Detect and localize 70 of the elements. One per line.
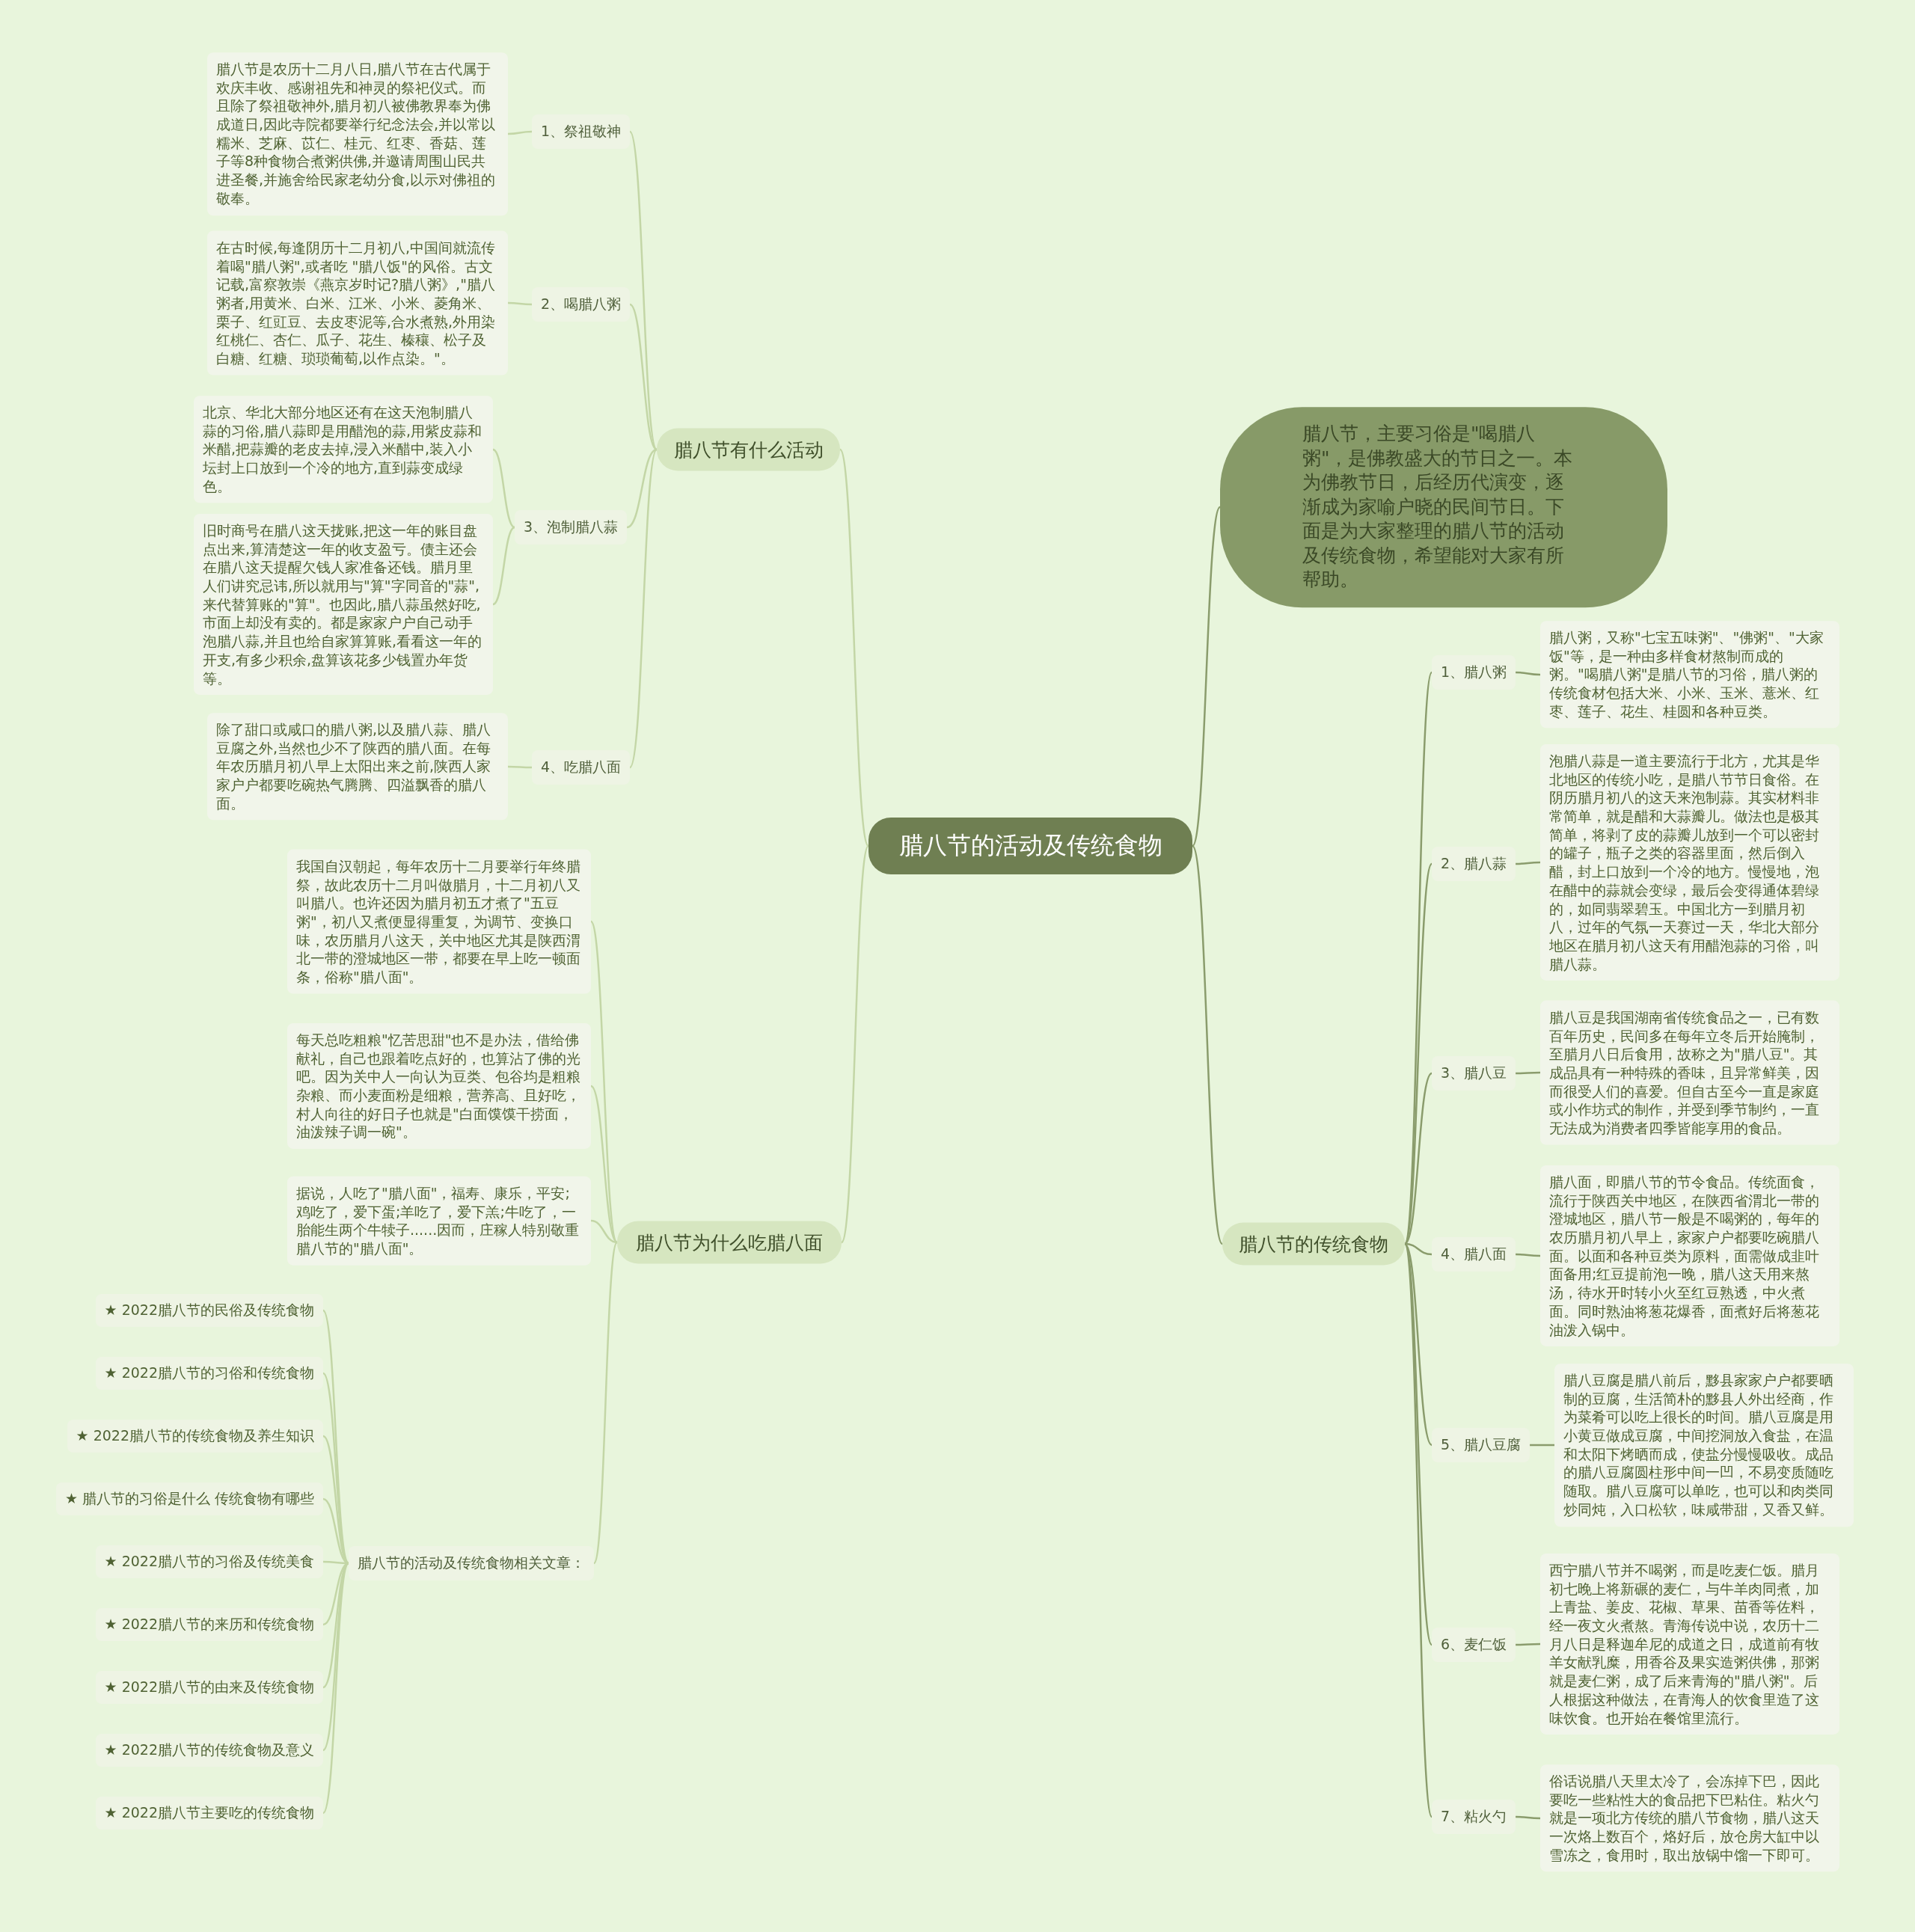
- article-link-item: ★ 2022腊八节的由来及传统食物: [95, 1671, 323, 1704]
- subtopic-label: 1、腊八粥: [1432, 655, 1516, 690]
- branch-topic: 腊八节为什么吃腊八面: [617, 1221, 842, 1264]
- connector-line: [322, 1563, 350, 1814]
- text-card: 俗话说腊八天里太冷了，会冻掉下巴，因此要吃一些粘性大的食品把下巴粘住。粘火勺就是一项北方传统的腊八节食物，腊八这天一次烙上数百个，烙好后，放仓房大缸中以雪冻之，食用时，取出放锅中馏一下即可。: [1540, 1764, 1839, 1872]
- central-topic: 腊八节的活动及传统食物: [868, 818, 1192, 874]
- connector-line: [507, 130, 533, 135]
- connector-line: [1516, 1815, 1540, 1820]
- connector-line: [840, 845, 870, 1243]
- connector-line: [590, 1219, 618, 1244]
- connector-line: [322, 1563, 349, 1751]
- subtopic-label: 3、腊八豆: [1432, 1056, 1516, 1091]
- article-link-item: ★ 2022腊八节的习俗及传统美食: [95, 1545, 323, 1578]
- connector-line: [1403, 1243, 1433, 1818]
- article-link-item: ★ 2022腊八节主要吃的传统食物: [95, 1797, 323, 1830]
- connector-line: [592, 1242, 619, 1564]
- connector-line: [1404, 1242, 1433, 1256]
- article-link-item: ★ 2022腊八节的民俗及传统食物: [95, 1294, 323, 1327]
- subtopic-label: 2、喝腊八粥: [532, 287, 631, 322]
- subtopic-label: 4、吃腊八面: [532, 750, 631, 785]
- branch-topic: 腊八节有什么活动: [657, 428, 840, 471]
- connector-line: [589, 921, 619, 1243]
- connector-line: [1404, 1073, 1433, 1245]
- article-link-item: ★ 2022腊八节的传统食物及养生知识: [67, 1420, 323, 1453]
- connector-line: [626, 448, 658, 529]
- connector-line: [839, 449, 870, 847]
- text-card: 据说，人吃了"腊八面"，福寿、康乐，平安;鸡吃了，爱下蛋;羊吃了，爱下羔;牛吃了，一胎能生两个牛犊子......因而，庄稼人特别敬重腊八节的"腊八面"。: [287, 1176, 591, 1266]
- article-link-item: ★ 2022腊八节的习俗和传统食物: [95, 1357, 323, 1390]
- text-card: 旧时商号在腊八这天拢账,把这一年的账目盘点出来,算清楚这一年的收支盈亏。债主还会在腊八这天提醒欠钱人家准备还钱。腊月里人们讲究忌讳,所以就用与"算"字同音的"蒜",来代替算账的"算"。也因此,腊八蒜虽然好吃,市面上却没有卖的。都是家家户户自己动手泡腊八蒜,并且也给自家算算账,看看这一年的开支,有多少积余,盘算该花多少钱置办年货等。: [194, 513, 493, 696]
- text-card: 泡腊八蒜是一道主要流行于北方，尤其是华北地区的传统小吃，是腊八节节日食俗。在阴历腊月初八的这天来泡制蒜。其实材料非常简单，就是醋和大蒜瓣儿。做法也是极其简单，将剥了皮的蒜瓣儿放到一个可以密封的罐子，瓶子之类的容器里面，然后倒入醋，封上口放到一个冷的地方。慢慢地，泡在醋中的蒜就会变绿，最后会变得通体碧绿的，如同翡翠碧玉。中国北方一到腊月初八，过年的气氛一天赛过一天，华北大部分地区在腊月初八这天有用醋泡蒜的习俗，叫腊八蒜。: [1540, 743, 1839, 981]
- connector-line: [508, 765, 532, 769]
- branch-topic: 腊八节的传统食物: [1222, 1222, 1405, 1266]
- connector-line: [1516, 1253, 1540, 1257]
- text-card: 腊八面，即腊八节的节令食品。传统面食，流行于陕西关中地区，在陕西省渭北一带的澄城地区，腊八节一般是不喝粥的，每年的农历腊月初八早上，家家户户都要吃碗腊八面。以面和各种豆类为原料，面需做成韭叶面备用;红豆提前泡一晚，腊八这天用来熬汤，待水开时转小火至红豆熟透，中火煮面。同时熟油将葱花爆香，面煮好后将葱花油泼入锅中。: [1540, 1165, 1839, 1347]
- subtopic-label: 腊八节的活动及传统食物相关文章：: [349, 1546, 594, 1580]
- connector-line: [1516, 1643, 1540, 1646]
- text-card: 腊八豆腐是腊八前后，黟县家家户户都要晒制的豆腐，生活简朴的黟县人外出经商，作为菜肴可以吃上很长的时间。腊八豆腐是用小黄豆做成豆腐，中间挖洞放入食盐，在温和太阳下烤晒而成，使盐分慢慢吸收。成品的腊八豆腐圆柱形中间一凹，不易变质随吃随取。腊八豆腐可以单吃，也可以和肉类同炒同炖，入口松软，味咸带甜，又香又鲜。: [1554, 1364, 1854, 1527]
- connector-line: [1191, 506, 1222, 847]
- article-link-item: ★ 2022腊八节的来历和传统食物: [95, 1608, 323, 1641]
- article-link-item: ★ 腊八节的习俗是什么 传统食物有哪些: [55, 1482, 323, 1515]
- article-link-item: ★ 2022腊八节的传统食物及意义: [95, 1734, 323, 1767]
- connector-line: [1191, 845, 1224, 1245]
- text-card: 我国自汉朝起，每年农历十二月要举行年终腊祭，故此农历十二月叫做腊月，十二月初八又叫腊八。也许还因为腊月初五才煮了"五豆粥"，初八又煮便显得重复，为调节、变换口味，农历腊月八这天，关中地区尤其是陕西渭北一带的澄城地区一带，都要在早上吃一顿面条，俗称"腊八面"。: [287, 849, 591, 994]
- connector-line: [1516, 861, 1540, 865]
- text-card: 腊八节是农历十二月八日,腊八节在古代属于欢庆丰收、感谢祖先和神灵的祭祀仪式。而且除了祭祖敬神外,腊月初八被佛教界奉为佛成道日,因此寺院都要举行纪念法会,并以常以糯米、芝麻、苡仁、桂元、红枣、香菇、莲子等8种食物合煮粥供佛,并邀请周围山民共进圣餐,并施舍给民家老幼分食,以示对佛祖的敬奉。: [207, 52, 508, 215]
- text-card: 在古时候,每逢阴历十二月初八,中国间就流传着喝"腊八粥",或者吃 "腊八饭"的风俗。古文记载,富察敦崇《燕京岁时记?腊八粥》,"腊八粥者,用黄米、白米、江米、小米、菱角米、栗子、红豇豆、去皮枣泥等,合水煮熟,外用染红桃仁、杏仁、瓜子、花生、榛穰、松子及白糖、红糖、琐琐葡萄,以作点染。"。: [207, 230, 508, 375]
- subtopic-label: 7、粘火勺: [1432, 1800, 1516, 1834]
- connector-line: [492, 448, 515, 529]
- text-card: 腊八豆是我国湖南省传统食品之一，已有数百年历史，民间多在每年立冬后开始腌制，至腊月八日后食用，故称之为"腊八豆"。其成品具有一种特殊的香味，且异常鲜美，因而很受人们的喜爱。但自古至今一直是家庭或小作坊式的制作，并受到季节制约，一直无法成为消费者四季皆能享用的食品。: [1540, 1000, 1839, 1145]
- subtopic-label: 3、泡制腊八蒜: [515, 510, 628, 545]
- intro-bubble: 腊八节，主要习俗是"喝腊八粥"，是佛教盛大的节日之一。本为佛教节日，后经历代演变，逐渐成为家喻户晓的民间节日。下面是为大家整理的腊八节的活动及传统食物，希望能对大家有所帮助。: [1220, 407, 1667, 607]
- connector-line: [1516, 671, 1540, 676]
- subtopic-label: 5、腊八豆腐: [1432, 1428, 1531, 1462]
- text-card: 北京、华北大部分地区还有在这天泡制腊八蒜的习俗,腊八蒜即是用醋泡的蒜,用紫皮蒜和米醋,把蒜瓣的老皮去掉,浸入米醋中,装入小坛封上口放到一个冷的地方,直到蒜变成绿色。: [194, 396, 493, 503]
- text-card: 每天总吃粗粮"忆苦思甜"也不是办法，借给佛献礼，自己也跟着吃点好的，也算沾了佛的光吧。因为关中人一向认为豆类、包谷均是粗粮杂粮、而小麦面粉是细粮，营养高、且好吃，村人向往的好日子也就是"白面馍馍干捞面，油泼辣子调一碗"。: [287, 1022, 591, 1150]
- subtopic-label: 2、腊八蒜: [1432, 847, 1516, 881]
- connector-line: [1404, 1243, 1433, 1446]
- text-card: 腊八粥，又称"七宝五味粥"、"佛粥"、"大家饭"等，是一种由多样食材熬制而成的粥。"喝腊八粥"是腊八节的习俗，腊八粥的传统食材包括大米、小米、玉米、薏米、红枣、莲子、花生、桂圆和各种豆类。: [1540, 621, 1839, 729]
- connector-line: [1516, 1071, 1540, 1075]
- subtopic-label: 1、祭祖敬神: [532, 114, 631, 149]
- connector-line: [322, 1373, 349, 1564]
- subtopic-label: 6、麦仁饭: [1432, 1628, 1516, 1662]
- text-card: 除了甜口或咸口的腊八粥,以及腊八蒜、腊八豆腐之外,当然也少不了陕西的腊八面。在每年农历腊月初八早上太阳出来之前,陕西人家家户户都要吃碗热气腾腾、四溢飘香的腊八面。: [207, 713, 508, 821]
- connector-line: [508, 301, 532, 306]
- connector-line: [492, 526, 515, 606]
- connector-line: [629, 304, 658, 450]
- connector-line: [322, 1310, 350, 1564]
- text-card: 西宁腊八节并不喝粥，而是吃麦仁饭。腊月初七晚上将新碾的麦仁，与牛羊肉同煮，加上青盐、姜皮、花椒、草果、苗香等佐料，经一夜文火煮熬。青海传说中说，农历十二月八日是释迦牟尼的成道之日，成道前有牧羊女献乳糜，用香谷及果实造粥供佛，那粥就是麦仁粥，成了后来青海的"腊八粥"。后人根据这种做法，在青海人的饮食里造了这味饮食。也开始在餐馆里流行。: [1540, 1553, 1839, 1735]
- subtopic-label: 4、腊八面: [1432, 1237, 1516, 1272]
- connector-line: [1530, 1444, 1554, 1447]
